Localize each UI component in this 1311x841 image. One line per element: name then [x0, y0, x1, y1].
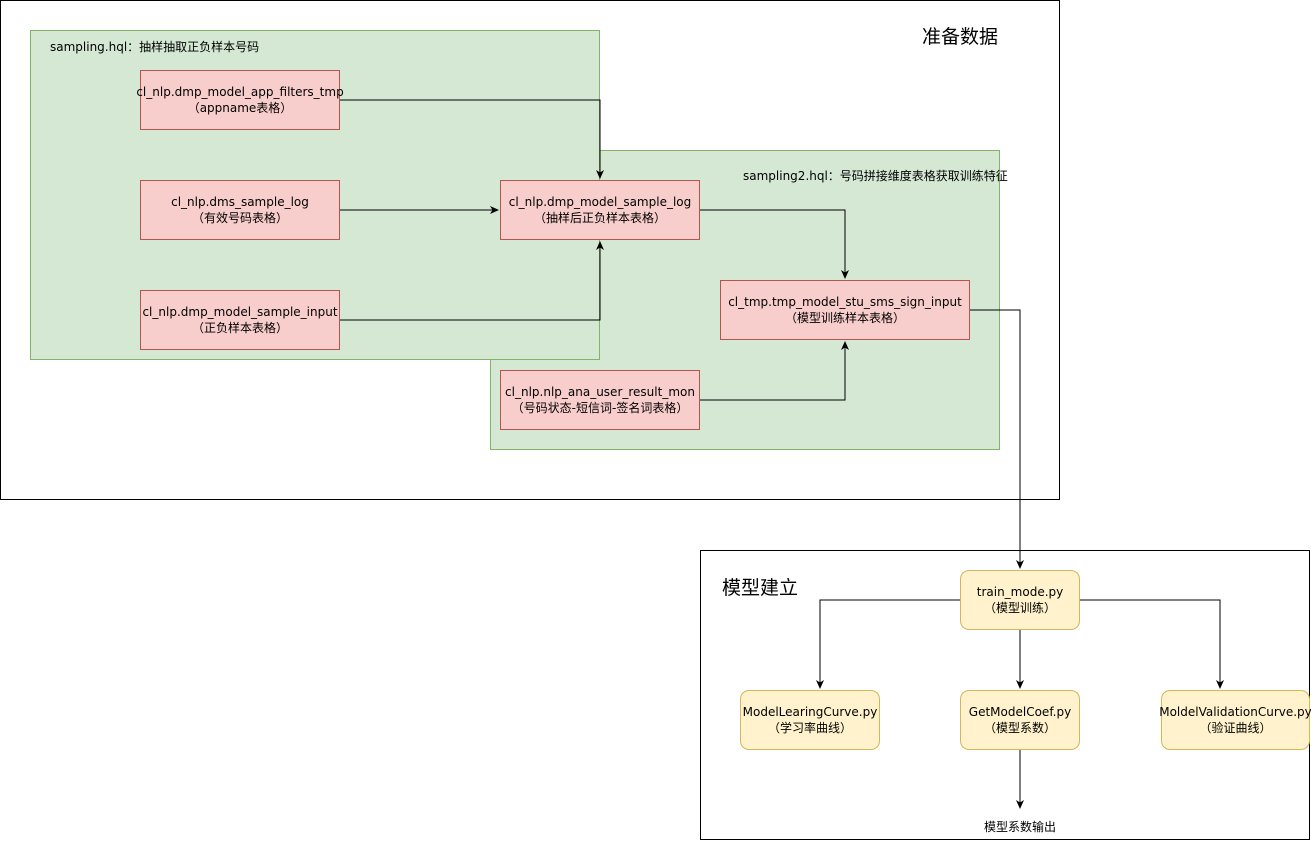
- node-user-result-mon[interactable]: cl_nlp.nlp_ana_user_result_mon （号码状态-短信词…: [500, 370, 700, 430]
- node-learning-curve-name: ModelLearingCurve.py: [742, 705, 878, 719]
- node-learning-curve[interactable]: ModelLearingCurve.py （学习率曲线）: [740, 690, 880, 750]
- node-get-model-coef-name: GetModelCoef.py: [968, 705, 1072, 719]
- node-user-result-mon-name: cl_nlp.nlp_ana_user_result_mon: [505, 385, 695, 399]
- node-model-sample-log[interactable]: cl_nlp.dmp_model_sample_log （抽样后正负样本表格）: [500, 180, 700, 240]
- prepare-data-title: 准备数据: [922, 26, 999, 48]
- node-sms-sign-input-name: cl_tmp.tmp_model_stu_sms_sign_input: [728, 295, 962, 309]
- node-sms-sign-input-desc: （模型训练样本表格）: [784, 311, 905, 325]
- node-app-filters-tmp-name: cl_nlp.dmp_model_app_filters_tmp: [136, 85, 344, 99]
- node-model-sample-input-name: cl_nlp.dmp_model_sample_input: [142, 305, 338, 319]
- node-user-result-mon-desc: （号码状态-短信词-签名词表格）: [511, 401, 689, 415]
- node-sms-sign-input[interactable]: cl_tmp.tmp_model_stu_sms_sign_input （模型训…: [720, 280, 970, 340]
- node-get-model-coef-desc: （模型系数）: [983, 721, 1056, 735]
- node-validation-curve-name: MoldelValidationCurve.py: [1159, 705, 1311, 719]
- node-validation-curve[interactable]: MoldelValidationCurve.py （验证曲线）: [1159, 690, 1311, 750]
- node-train-mode-name: train_mode.py: [976, 585, 1064, 599]
- node-dms-sample-log-desc: （有效号码表格）: [191, 211, 288, 225]
- node-app-filters-tmp-desc: （appname表格）: [187, 101, 293, 115]
- node-learning-curve-desc: （学习率曲线）: [767, 721, 852, 735]
- node-dms-sample-log[interactable]: cl_nlp.dms_sample_log （有效号码表格）: [140, 180, 340, 240]
- node-model-sample-log-name: cl_nlp.dmp_model_sample_log: [508, 195, 692, 209]
- sampling2-group-label: sampling2.hql：号码拼接维度表格获取训练特征: [743, 169, 1008, 183]
- model-build-title: 模型建立: [722, 577, 799, 599]
- sampling-group-label: sampling.hql：抽样抽取正负样本号码: [50, 40, 260, 54]
- model-output-label: 模型系数输出: [984, 820, 1057, 834]
- node-get-model-coef[interactable]: GetModelCoef.py （模型系数）: [960, 690, 1080, 750]
- node-dms-sample-log-name: cl_nlp.dms_sample_log: [171, 195, 309, 209]
- node-model-sample-input[interactable]: cl_nlp.dmp_model_sample_input （正负样本表格）: [140, 290, 340, 350]
- node-model-sample-input-desc: （正负样本表格）: [191, 321, 288, 335]
- node-train-mode-desc: （模型训练）: [983, 601, 1056, 615]
- node-model-sample-log-desc: （抽样后正负样本表格）: [533, 211, 666, 225]
- node-app-filters-tmp[interactable]: cl_nlp.dmp_model_app_filters_tmp （appnam…: [136, 70, 344, 130]
- node-validation-curve-desc: （验证曲线）: [1199, 721, 1272, 735]
- node-train-mode[interactable]: train_mode.py （模型训练）: [960, 570, 1080, 630]
